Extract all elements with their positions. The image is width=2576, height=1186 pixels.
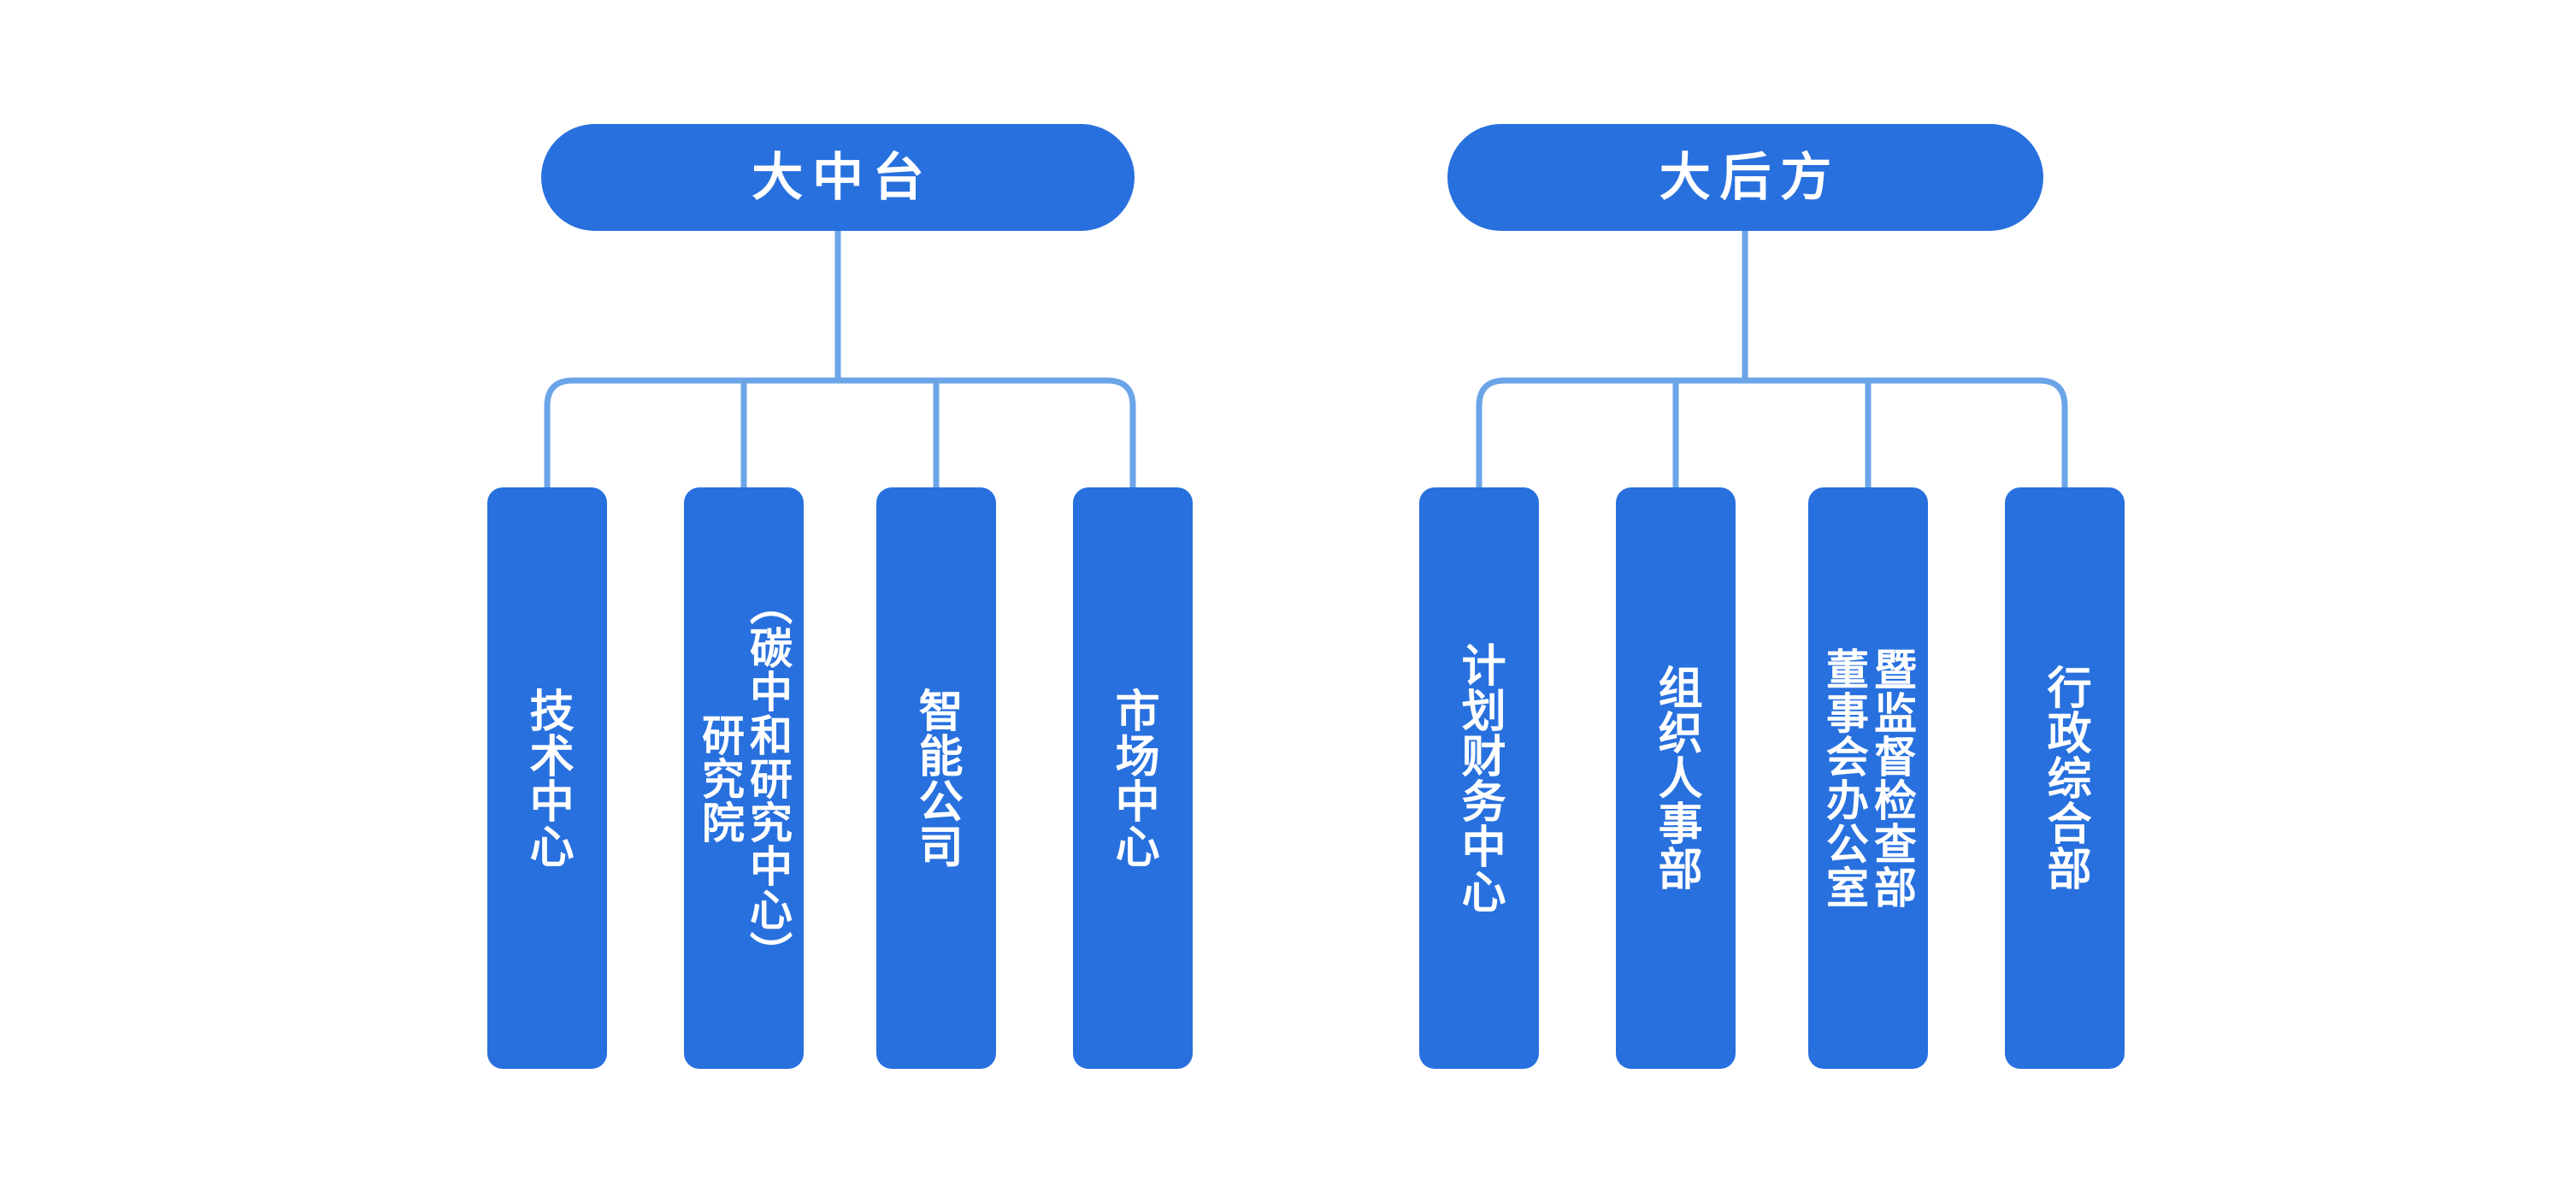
node-label-column: 组织人事部 — [1651, 664, 1701, 892]
node-board-office-supervision-dept[interactable]: 暨监督检查部董事会办公室 — [1808, 487, 1928, 1069]
node-label-column: （碳中和研究中心） — [744, 581, 792, 975]
node-research-institute[interactable]: （碳中和研究中心）研究院 — [684, 487, 804, 1069]
node-organization-personnel-dept[interactable]: 组织人事部 — [1616, 487, 1736, 1069]
node-label-column: 行政综合部 — [2040, 664, 2090, 892]
node-label-column: 董事会办公室 — [1820, 647, 1868, 909]
node-intelligent-company[interactable]: 智能公司 — [876, 487, 996, 1069]
node-label-column: 计划财务中心 — [1454, 641, 1505, 915]
node-label-column: 技术中心 — [522, 687, 573, 870]
connector-bar-group-middle-platform — [544, 377, 1136, 487]
node-tech-center[interactable]: 技术中心 — [487, 487, 607, 1069]
group-header-group-middle-platform[interactable]: 大中台 — [541, 124, 1135, 231]
connector-bar-group-rear-support — [1476, 377, 2068, 487]
node-label-column: 暨监督检查部 — [1868, 647, 1916, 909]
node-label-column: 研究院 — [696, 712, 744, 844]
node-label-column: 智能公司 — [911, 687, 962, 870]
group-header-group-rear-support[interactable]: 大后方 — [1447, 124, 2043, 231]
node-label-column: 市场中心 — [1108, 687, 1158, 870]
node-administration-dept[interactable]: 行政综合部 — [2005, 487, 2125, 1069]
node-planning-finance-center[interactable]: 计划财务中心 — [1419, 487, 1539, 1069]
node-market-center[interactable]: 市场中心 — [1073, 487, 1193, 1069]
